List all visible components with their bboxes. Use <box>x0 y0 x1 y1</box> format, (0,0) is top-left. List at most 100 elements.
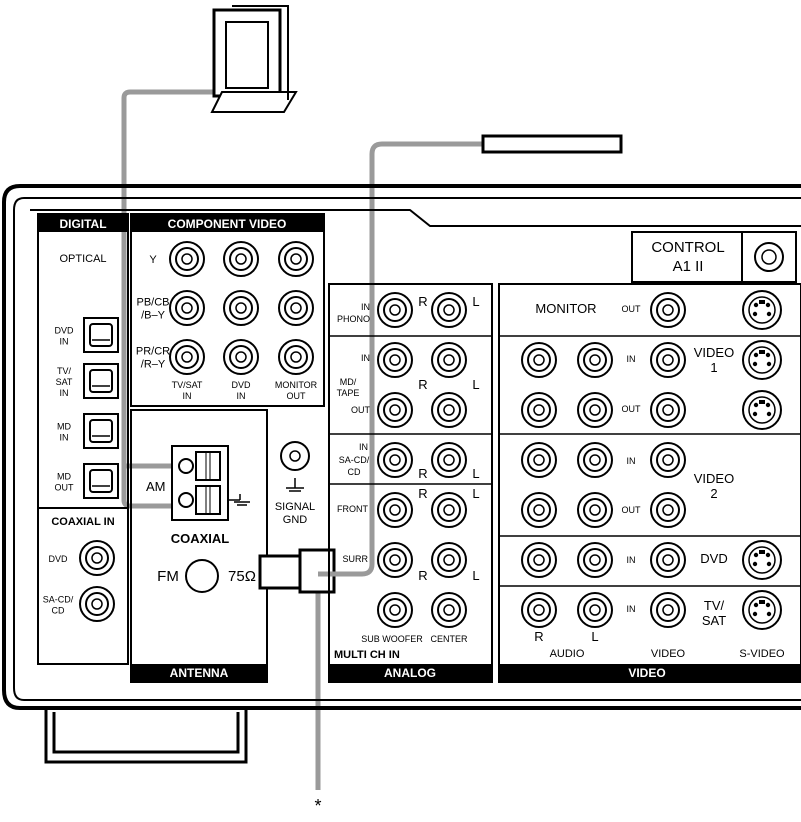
analog-l-label-2: L <box>472 377 479 392</box>
video1-out-audio-left-jack[interactable] <box>577 392 613 428</box>
component-jack-r2c2[interactable] <box>223 290 259 326</box>
video1-out-svideo-jack[interactable] <box>742 390 782 430</box>
component-jack-r1c1[interactable] <box>169 241 205 277</box>
dvd-video-label: DVD <box>700 551 727 566</box>
analog-md-tape-in-left-jack[interactable] <box>431 342 467 378</box>
coaxial-antenna-label: COAXIAL <box>171 531 230 546</box>
sacd-label-2: CD <box>348 467 361 477</box>
antenna-section: ANTENNA AM COAXIAL FM 75Ω <box>130 409 268 683</box>
video2-out-audio-right-jack[interactable] <box>521 492 557 528</box>
analog-l-label-3: L <box>472 466 479 481</box>
analog-md-tape-out-left-jack[interactable] <box>431 392 467 428</box>
optical-jack-label: MD <box>57 422 71 432</box>
component-column-label: DVD <box>231 380 251 390</box>
component-column-label: IN <box>237 391 246 401</box>
component-column-label: MONITOR <box>275 380 318 390</box>
analog-r-label-5: R <box>418 568 427 583</box>
component-jack-r1c3[interactable] <box>278 241 314 277</box>
video1-number: 1 <box>710 360 717 375</box>
optical-jack-label: IN <box>60 337 69 347</box>
video2-out-audio-left-jack[interactable] <box>577 492 613 528</box>
analog-md-tape-in-right-jack[interactable] <box>377 342 413 378</box>
sacd-label: SA-CD/ <box>339 455 370 465</box>
analog-multi-right-jack[interactable] <box>377 592 413 628</box>
optical-jack-3[interactable] <box>83 413 119 449</box>
phono-in-label: IN <box>361 302 370 312</box>
analog-front-right-jack[interactable] <box>377 492 413 528</box>
signal-ground: SIGNAL GND <box>275 441 315 526</box>
fm-wire-antenna-cable <box>318 141 483 577</box>
dvd-in-video-jack[interactable] <box>650 542 686 578</box>
signal-ground-label: SIGNAL <box>275 501 315 513</box>
tvsat-in-audio-left-jack[interactable] <box>577 592 613 628</box>
analog-sacd-left-jack[interactable] <box>431 442 467 478</box>
analog-phono-right-jack[interactable] <box>377 292 413 328</box>
component-column-label: TV/SAT <box>172 380 203 390</box>
monitor-svideo-jack[interactable] <box>742 290 782 330</box>
am-loop-antenna-cable <box>121 89 222 509</box>
video2-in-video-jack[interactable] <box>650 442 686 478</box>
video1-out-video-jack[interactable] <box>650 392 686 428</box>
analog-multi-left-jack[interactable] <box>431 592 467 628</box>
monitor-out-jack[interactable] <box>650 292 686 328</box>
component-jack-r1c2[interactable] <box>223 241 259 277</box>
coaxial-in-label: COAXIAL IN <box>51 516 114 528</box>
component-row-label: /B–Y <box>141 310 166 322</box>
video-header: VIDEO <box>628 666 665 680</box>
video1-out-audio-right-jack[interactable] <box>521 392 557 428</box>
analog-sacd-right-jack[interactable] <box>377 442 413 478</box>
video1-in-svideo-jack[interactable] <box>742 340 782 380</box>
dvd-in-audio-left-jack[interactable] <box>577 542 613 578</box>
dvd-in-label: IN <box>627 555 636 565</box>
svideo-label: S-VIDEO <box>739 648 785 660</box>
video2-in-audio-right-jack[interactable] <box>521 442 557 478</box>
chassis-foot <box>44 708 248 764</box>
component-jack-r2c1[interactable] <box>169 290 205 326</box>
optical-jack-4[interactable] <box>83 463 119 499</box>
video1-in-audio-left-jack[interactable] <box>577 342 613 378</box>
component-jack-r3c2[interactable] <box>223 339 259 375</box>
coaxial-digital-jack-2[interactable] <box>79 586 115 622</box>
component-jack-r3c1[interactable] <box>169 339 205 375</box>
video2-in-label: IN <box>627 456 636 466</box>
analog-md-tape-out-right-jack[interactable] <box>377 392 413 428</box>
fm-coaxial-jack[interactable] <box>185 559 219 593</box>
video2-in-audio-left-jack[interactable] <box>577 442 613 478</box>
optical-jack-label: MD <box>57 472 71 482</box>
optical-jack-2[interactable] <box>83 363 119 399</box>
tvsat-label: TV/ <box>704 598 725 613</box>
analog-jacks <box>377 292 467 628</box>
dvd-in-svideo-jack[interactable] <box>742 540 782 580</box>
analog-front-left-jack[interactable] <box>431 492 467 528</box>
tvsat-in-svideo-jack[interactable] <box>742 590 782 630</box>
video1-in-audio-right-jack[interactable] <box>521 342 557 378</box>
md-tape-out-label: OUT <box>351 405 371 415</box>
analog-l-label-4: L <box>472 486 479 501</box>
am-label: AM <box>146 479 166 494</box>
video1-in-video-jack[interactable] <box>650 342 686 378</box>
coaxial-digital-jack-1[interactable] <box>79 540 115 576</box>
dvd-in-audio-right-jack[interactable] <box>521 542 557 578</box>
optical-jack-label: TV/ <box>57 366 72 376</box>
analog-phono-left-jack[interactable] <box>431 292 467 328</box>
fm-wire-antenna <box>481 134 623 154</box>
video2-out-video-jack[interactable] <box>650 492 686 528</box>
optical-label: OPTICAL <box>59 253 106 265</box>
am-terminal-block <box>171 445 250 521</box>
component-jack-r3c3[interactable] <box>278 339 314 375</box>
sub-woofer-label: SUB WOOFER <box>361 634 423 644</box>
tvsat-in-video-jack[interactable] <box>650 592 686 628</box>
optical-jack-label: IN <box>60 433 69 443</box>
optical-jack-1[interactable] <box>83 317 119 353</box>
am-loop-antenna <box>210 5 298 113</box>
video-jacks <box>521 290 782 630</box>
tvsat-in-audio-right-jack[interactable] <box>521 592 557 628</box>
component-jack-r2c3[interactable] <box>278 290 314 326</box>
component-video-header: COMPONENT VIDEO <box>168 217 287 231</box>
analog-surr-left-jack[interactable] <box>431 542 467 578</box>
analog-surr-right-jack[interactable] <box>377 542 413 578</box>
md-tape-in-label: IN <box>361 353 370 363</box>
